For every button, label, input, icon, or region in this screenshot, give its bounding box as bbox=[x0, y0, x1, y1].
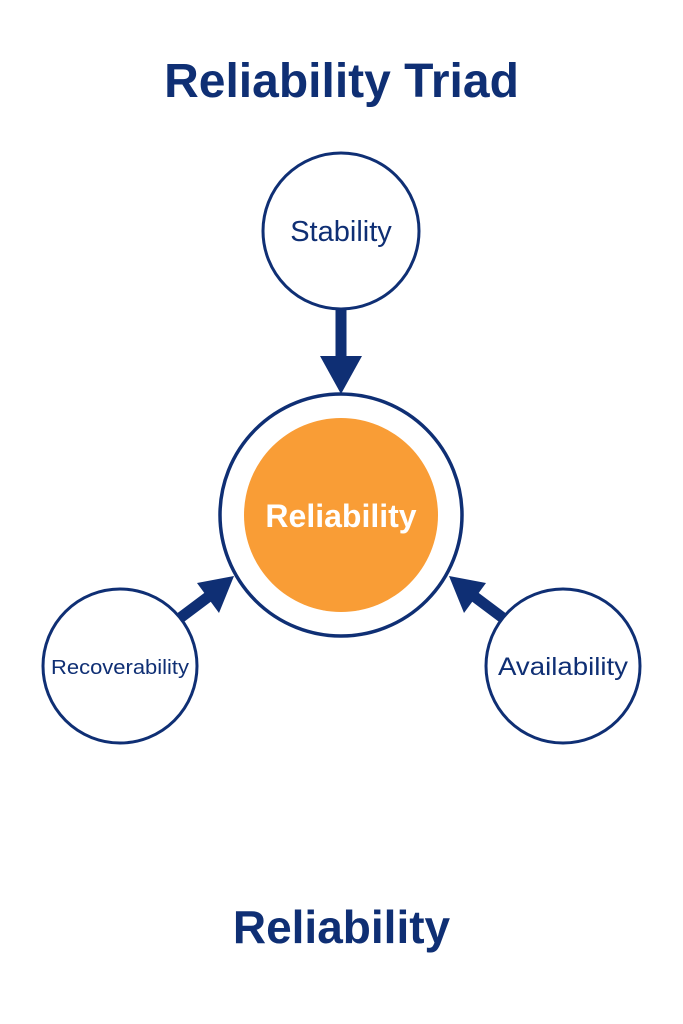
node-availability: Availability bbox=[484, 587, 642, 745]
edge-recoverability-to-center bbox=[176, 576, 234, 623]
node-label-availability: Availability bbox=[498, 653, 629, 681]
node-label-recoverability: Recoverability bbox=[51, 657, 189, 679]
footer-caption: Reliability bbox=[232, 901, 451, 953]
center-core bbox=[244, 418, 438, 612]
node-stability: Stability bbox=[261, 151, 421, 311]
node-circle bbox=[261, 151, 421, 311]
center-label: Reliability bbox=[265, 498, 416, 534]
edge-availability-to-center bbox=[449, 576, 507, 623]
node-recoverability: Recoverability bbox=[41, 587, 199, 745]
arrow-shaft bbox=[176, 589, 216, 623]
arrow-head-icon bbox=[320, 356, 362, 394]
arrow-head-icon bbox=[197, 576, 234, 613]
arrow-head-icon bbox=[449, 576, 486, 613]
node-label-stability: Stability bbox=[290, 216, 392, 248]
page-title: Reliability Triad bbox=[164, 55, 519, 108]
edge-stability-to-center bbox=[320, 310, 362, 394]
node-center: Reliability bbox=[218, 392, 464, 638]
node-circle bbox=[41, 587, 199, 745]
arrow-shaft bbox=[467, 589, 507, 623]
node-circle bbox=[484, 587, 642, 745]
